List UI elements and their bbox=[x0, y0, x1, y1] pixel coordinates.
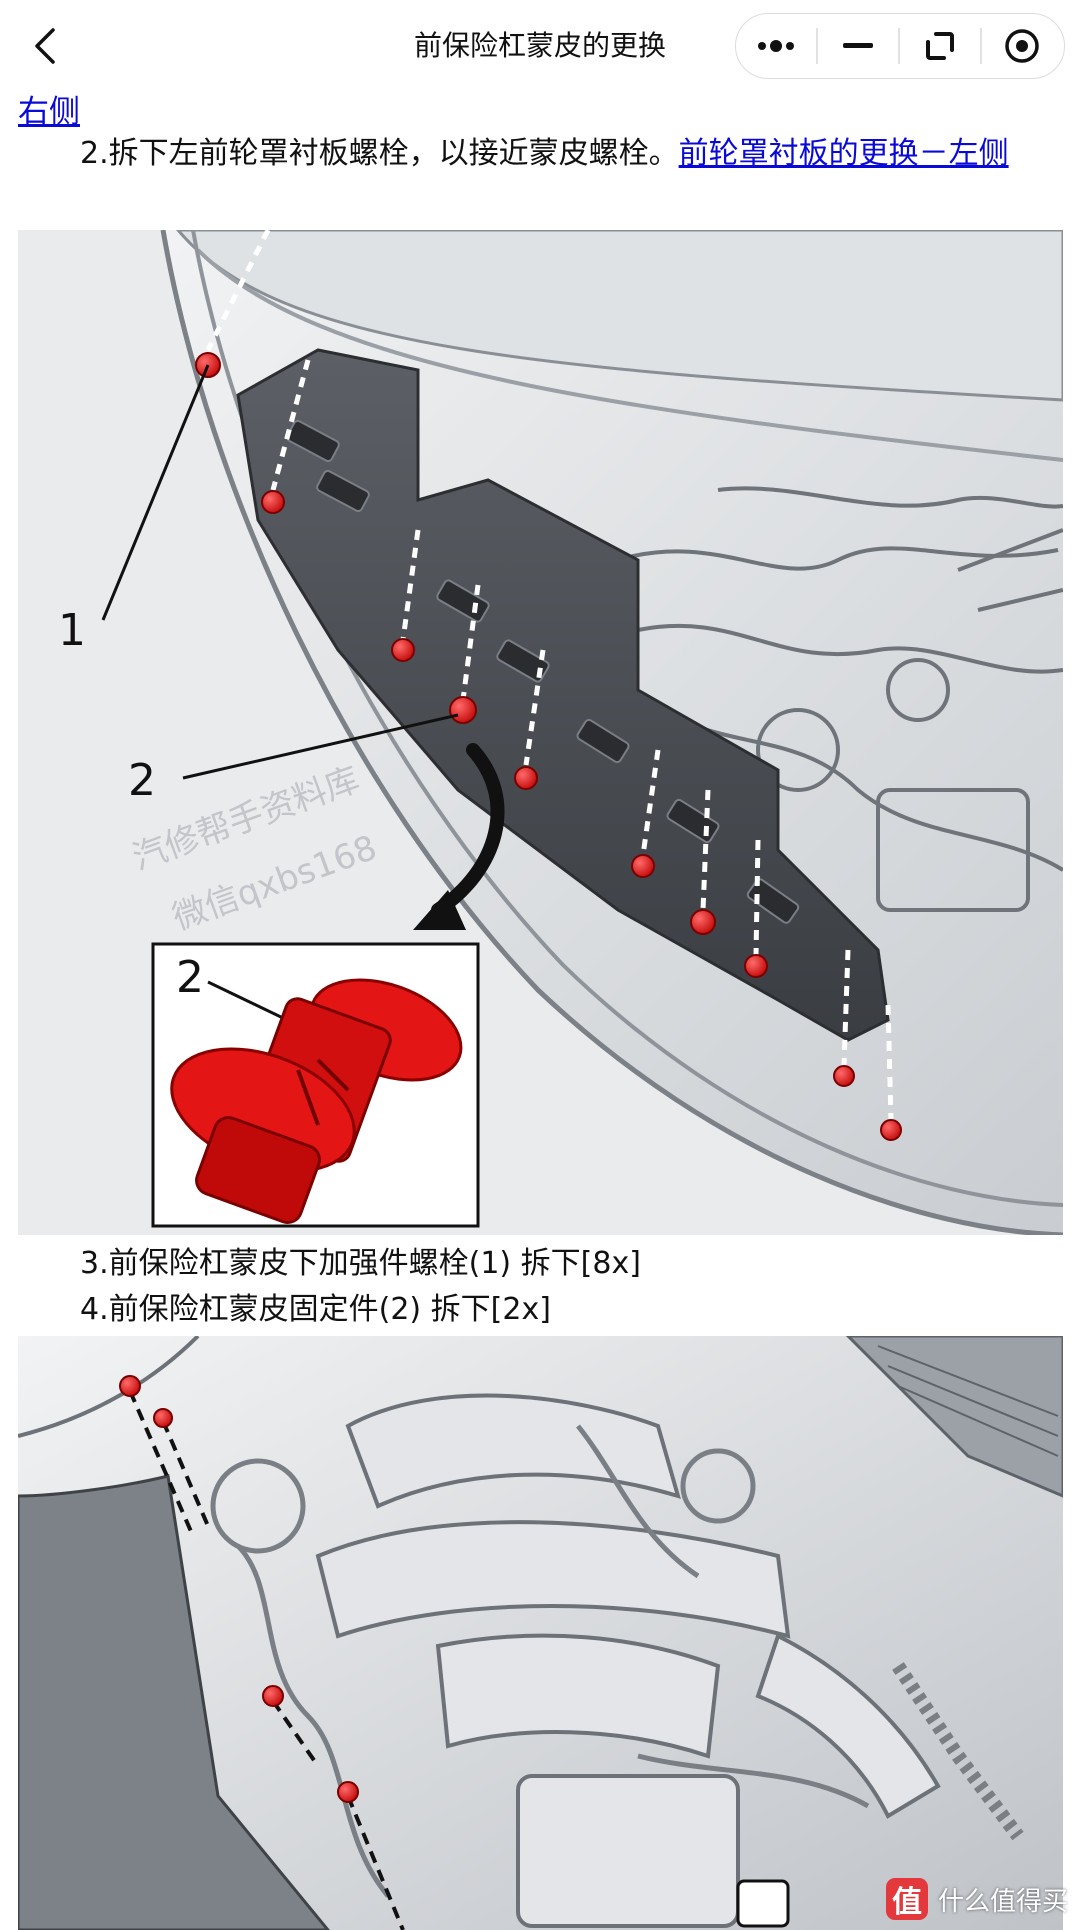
watermark-text: 什么值得买 bbox=[937, 1886, 1068, 1917]
callout-label-1: 1 bbox=[58, 605, 86, 656]
diagram-engine-bay-fasteners bbox=[18, 1336, 1063, 1930]
more-dots-icon bbox=[758, 40, 794, 52]
capsule-divider bbox=[898, 28, 900, 64]
step-2-text: 2.拆下左前轮罩衬板螺栓，以接近蒙皮螺栓。 bbox=[80, 136, 679, 171]
step-4-text: 4.前保险杠蒙皮固定件(2) 拆下[2x] bbox=[80, 1292, 551, 1327]
link-right-side[interactable]: 右侧 bbox=[18, 94, 80, 130]
mini-program-capsule bbox=[735, 13, 1065, 79]
link-front-wheelhouse-liner-left[interactable]: 前轮罩衬板的更换－左侧 bbox=[678, 136, 1009, 171]
minimize-button[interactable] bbox=[818, 13, 898, 79]
step-2-paragraph: 2.拆下左前轮罩衬板螺栓，以接近蒙皮螺栓。前轮罩衬板的更换－左侧 bbox=[18, 132, 1068, 176]
minimize-icon bbox=[843, 43, 873, 48]
watermark-badge: 值 bbox=[885, 1878, 928, 1920]
close-mini-program-button[interactable] bbox=[982, 13, 1062, 79]
target-close-icon bbox=[1005, 29, 1039, 63]
chevron-left-icon bbox=[35, 28, 55, 64]
figure-bumper-fasteners-engine-bay bbox=[18, 1336, 1063, 1930]
diagram-bumper-reinforcement: 1 2 汽修帮手资料库 微信qxbs168 2 bbox=[18, 230, 1063, 1235]
share-window-button[interactable] bbox=[900, 13, 980, 79]
navigation-bar: 前保险杠蒙皮的更换 bbox=[0, 0, 1080, 92]
site-watermark: 值 什么值得买 bbox=[885, 1878, 1068, 1920]
inset-retainer-clip: 2 bbox=[151, 942, 480, 1228]
share-window-icon bbox=[926, 32, 954, 60]
back-button[interactable] bbox=[22, 22, 70, 70]
capsule-divider bbox=[980, 28, 982, 64]
callout-label-2: 2 bbox=[128, 755, 156, 806]
step-3-text: 3.前保险杠蒙皮下加强件螺栓(1) 拆下[8x] bbox=[80, 1246, 641, 1281]
capsule-divider bbox=[816, 28, 818, 64]
figure-under-bumper-reinforcement: 1 2 汽修帮手资料库 微信qxbs168 2 bbox=[18, 230, 1063, 1235]
more-button[interactable] bbox=[736, 13, 816, 79]
inset-callout-label-2: 2 bbox=[176, 952, 204, 1003]
